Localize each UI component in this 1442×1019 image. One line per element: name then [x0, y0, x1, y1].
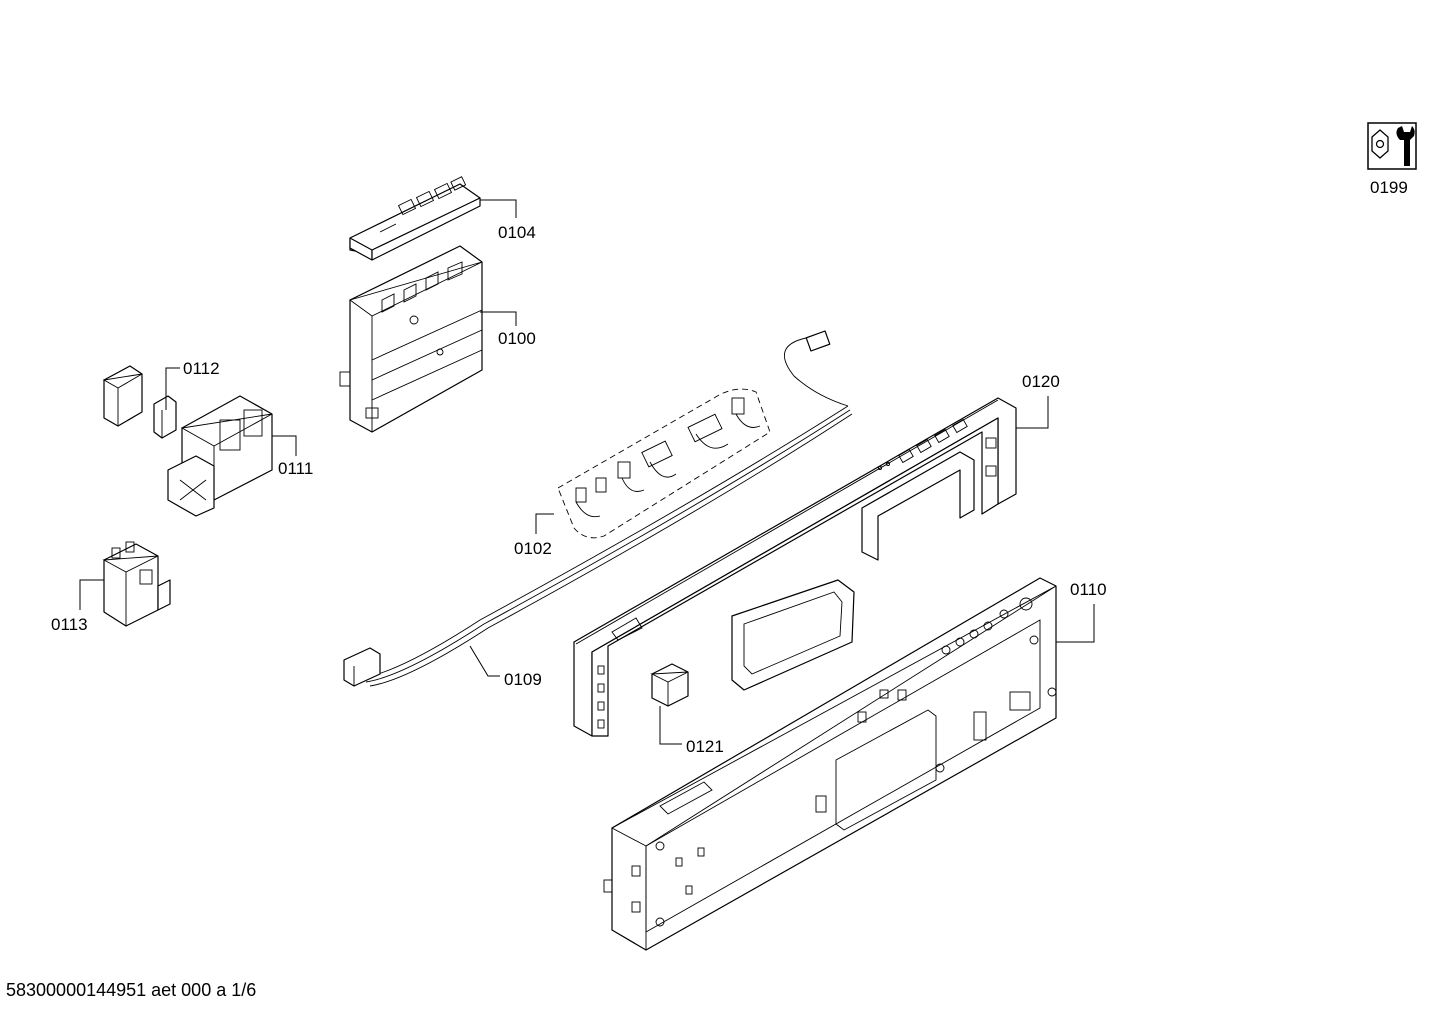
- label-0102: 0102: [514, 539, 552, 558]
- label-0104: 0104: [498, 223, 536, 242]
- drawing-reference-code: 58300000144951 aet 000 a 1/6: [6, 980, 257, 1000]
- label-0199: 0199: [1370, 178, 1408, 197]
- label-0111: 0111: [278, 459, 313, 478]
- part-0120-fascia-rail: [573, 397, 1017, 737]
- leader-lines: [79, 199, 1095, 745]
- label-0100: 0100: [498, 329, 536, 348]
- label-0110: 0110: [1070, 580, 1107, 599]
- part-0100-control-module: [339, 245, 483, 433]
- label-0120: 0120: [1022, 372, 1060, 391]
- part-0110-panel-housing: [603, 577, 1057, 951]
- label-0113: 0113: [51, 615, 88, 634]
- label-0112: 0112: [183, 359, 220, 378]
- handle-frame: [731, 579, 855, 691]
- label-0121: 0121: [686, 737, 724, 756]
- part-0111-holder: [167, 395, 273, 517]
- part-0113-terminal-block: [102, 541, 171, 627]
- part-0102-connector-group: [557, 388, 771, 539]
- part-0121-cap: [650, 663, 689, 707]
- part-0112-relay: [102, 365, 177, 439]
- wrench-nut-icon: [1367, 122, 1417, 170]
- part-0109-cable-harness: [343, 330, 853, 687]
- part-0104-button-strip: [349, 176, 481, 261]
- part-labels: 0104 0100 0112 0111 0102 0113 0109 0120 …: [51, 178, 1408, 756]
- label-0109: 0109: [504, 670, 542, 689]
